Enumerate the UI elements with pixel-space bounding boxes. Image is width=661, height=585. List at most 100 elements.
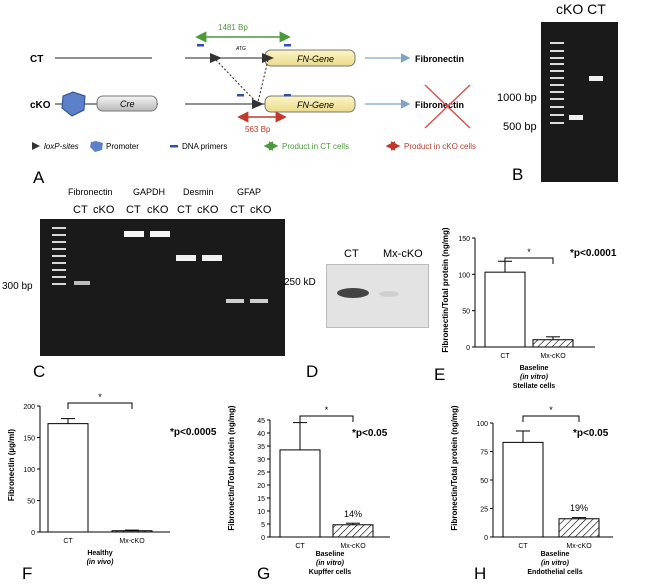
panel-d-lane-ct: CT <box>344 248 359 260</box>
panel-h-letter: H <box>474 564 487 583</box>
y-tick-label: 150 <box>23 436 35 443</box>
x-tick-label: CT <box>500 353 510 360</box>
bar-mx-cko <box>332 524 374 538</box>
panel-c-lane-7: CT <box>230 204 245 216</box>
y-axis-label: Fibronectin/Total protein (ng/mg) <box>450 405 459 531</box>
y-tick-label: 50 <box>27 499 35 506</box>
bar-mx-cko <box>111 530 153 533</box>
promoter-shape <box>61 91 86 117</box>
caption-line: (in vitro) <box>316 560 345 567</box>
panel-d-letter: D <box>306 362 319 381</box>
significance-star: * <box>98 393 102 402</box>
panel-b-header: cKO CT <box>556 1 606 17</box>
panel-c-lane-2: cKO <box>93 204 115 216</box>
caption-line: Endothelial cells <box>527 569 582 576</box>
ct-row-label: CT <box>30 54 43 65</box>
fn-gene-label-cko: FN-Gene <box>297 100 334 110</box>
percent-label: 14% <box>344 509 362 519</box>
y-tick-label: 25 <box>480 507 488 514</box>
percent-label: 19% <box>570 503 588 513</box>
panel-b-letter: B <box>512 165 524 184</box>
y-tick-label: 15 <box>257 496 265 503</box>
svg-text:Promoter: Promoter <box>106 142 139 151</box>
caption-line: Baseline <box>541 551 570 558</box>
significance-bracket <box>504 257 554 264</box>
bar-ct <box>279 449 321 538</box>
x-tick-label: Mx-cKO <box>340 543 366 550</box>
x-tick-label: Mx-cKO <box>119 538 145 545</box>
y-tick-label: 40 <box>257 431 265 438</box>
panel-g-letter: G <box>257 564 271 583</box>
bar-ct <box>484 271 526 348</box>
caption-line: Stellate cells <box>513 383 556 390</box>
svg-text:DNA primers: DNA primers <box>182 142 227 151</box>
panel-a-diagram: CT FN-Gene ATG 1481 Bp Fibronectin cKO C… <box>30 23 476 152</box>
caption-line: Healthy <box>87 550 112 557</box>
significance-star: * <box>325 405 329 415</box>
y-tick-label: 30 <box>257 457 265 464</box>
bp-ct-label: 1481 Bp <box>218 23 248 32</box>
panel-b-marker-1000: 1000 bp <box>497 92 537 104</box>
panel-c-gene-2: GAPDH <box>133 187 166 197</box>
significance-label: *p<0.0005 <box>170 427 217 438</box>
promoter-legend-icon <box>90 141 103 152</box>
primer-legend-icon <box>170 145 178 148</box>
y-tick-label: 50 <box>462 309 470 316</box>
bar-mx-cko <box>532 339 574 348</box>
loxp-legend-icon <box>32 142 40 150</box>
y-tick-label: 100 <box>476 421 488 428</box>
panel-c-lane-5: CT <box>177 204 192 216</box>
panel-a-letter: A <box>33 168 45 187</box>
y-tick-label: 45 <box>257 418 265 425</box>
panel-c-letter: C <box>33 362 46 381</box>
y-tick-label: 0 <box>466 345 470 352</box>
y-axis-label: Fibronectin/Total protein (ng/mg) <box>227 405 236 531</box>
cko-row-label: cKO <box>30 100 51 111</box>
significance-star: * <box>549 405 553 415</box>
y-tick-label: 200 <box>23 404 35 411</box>
caption-line: (in vitro) <box>520 374 549 381</box>
significance-bracket <box>67 402 133 409</box>
y-tick-label: 150 <box>458 236 470 243</box>
bar-ct <box>47 423 89 533</box>
y-tick-label: 50 <box>480 478 488 485</box>
y-tick-label: 0 <box>261 535 265 542</box>
panel-c-gel <box>40 219 285 356</box>
x-tick-label: CT <box>295 543 305 550</box>
y-axis-label: Fibronectin (µg/ml) <box>7 429 16 501</box>
y-tick-label: 5 <box>261 522 265 529</box>
product-ct-label: Fibronectin <box>415 54 464 64</box>
significance-bracket <box>299 415 354 422</box>
panel-c-marker: 300 bp <box>2 281 33 292</box>
x-tick-label: Mx-cKO <box>566 543 592 550</box>
panel-c-gene-3: Desmin <box>183 187 214 197</box>
atg-label: ATG <box>235 46 246 52</box>
cre-label: Cre <box>120 99 135 109</box>
x-tick-label: CT <box>518 543 528 550</box>
panel-d-blot <box>326 264 429 328</box>
panel-c-lane-3: CT <box>126 204 141 216</box>
product-cko-label: Fibronectin <box>415 100 464 110</box>
significance-star: * <box>527 247 531 257</box>
caption-line: Baseline <box>520 365 549 372</box>
panel-b-marker-500: 500 bp <box>503 121 537 133</box>
bp-cko-label: 563 Bp <box>245 125 271 134</box>
y-tick-label: 25 <box>257 470 265 477</box>
significance-label: *p<0.0001 <box>570 248 617 259</box>
svg-text:loxP-sites: loxP-sites <box>44 142 79 151</box>
y-tick-label: 0 <box>484 535 488 542</box>
panel-f-letter: F <box>22 564 33 583</box>
panel-c-lane-6: cKO <box>197 204 219 216</box>
y-axis-label: Fibronectin/Total protein (ng/mg) <box>441 228 450 353</box>
significance-label: *p<0.05 <box>573 428 609 439</box>
y-tick-label: 10 <box>257 509 265 516</box>
panel-d-lane-cko: Mx-cKO <box>383 248 423 260</box>
svg-text:Product in CT cells: Product in CT cells <box>282 142 349 151</box>
caption-line: Kupffer cells <box>309 569 352 576</box>
